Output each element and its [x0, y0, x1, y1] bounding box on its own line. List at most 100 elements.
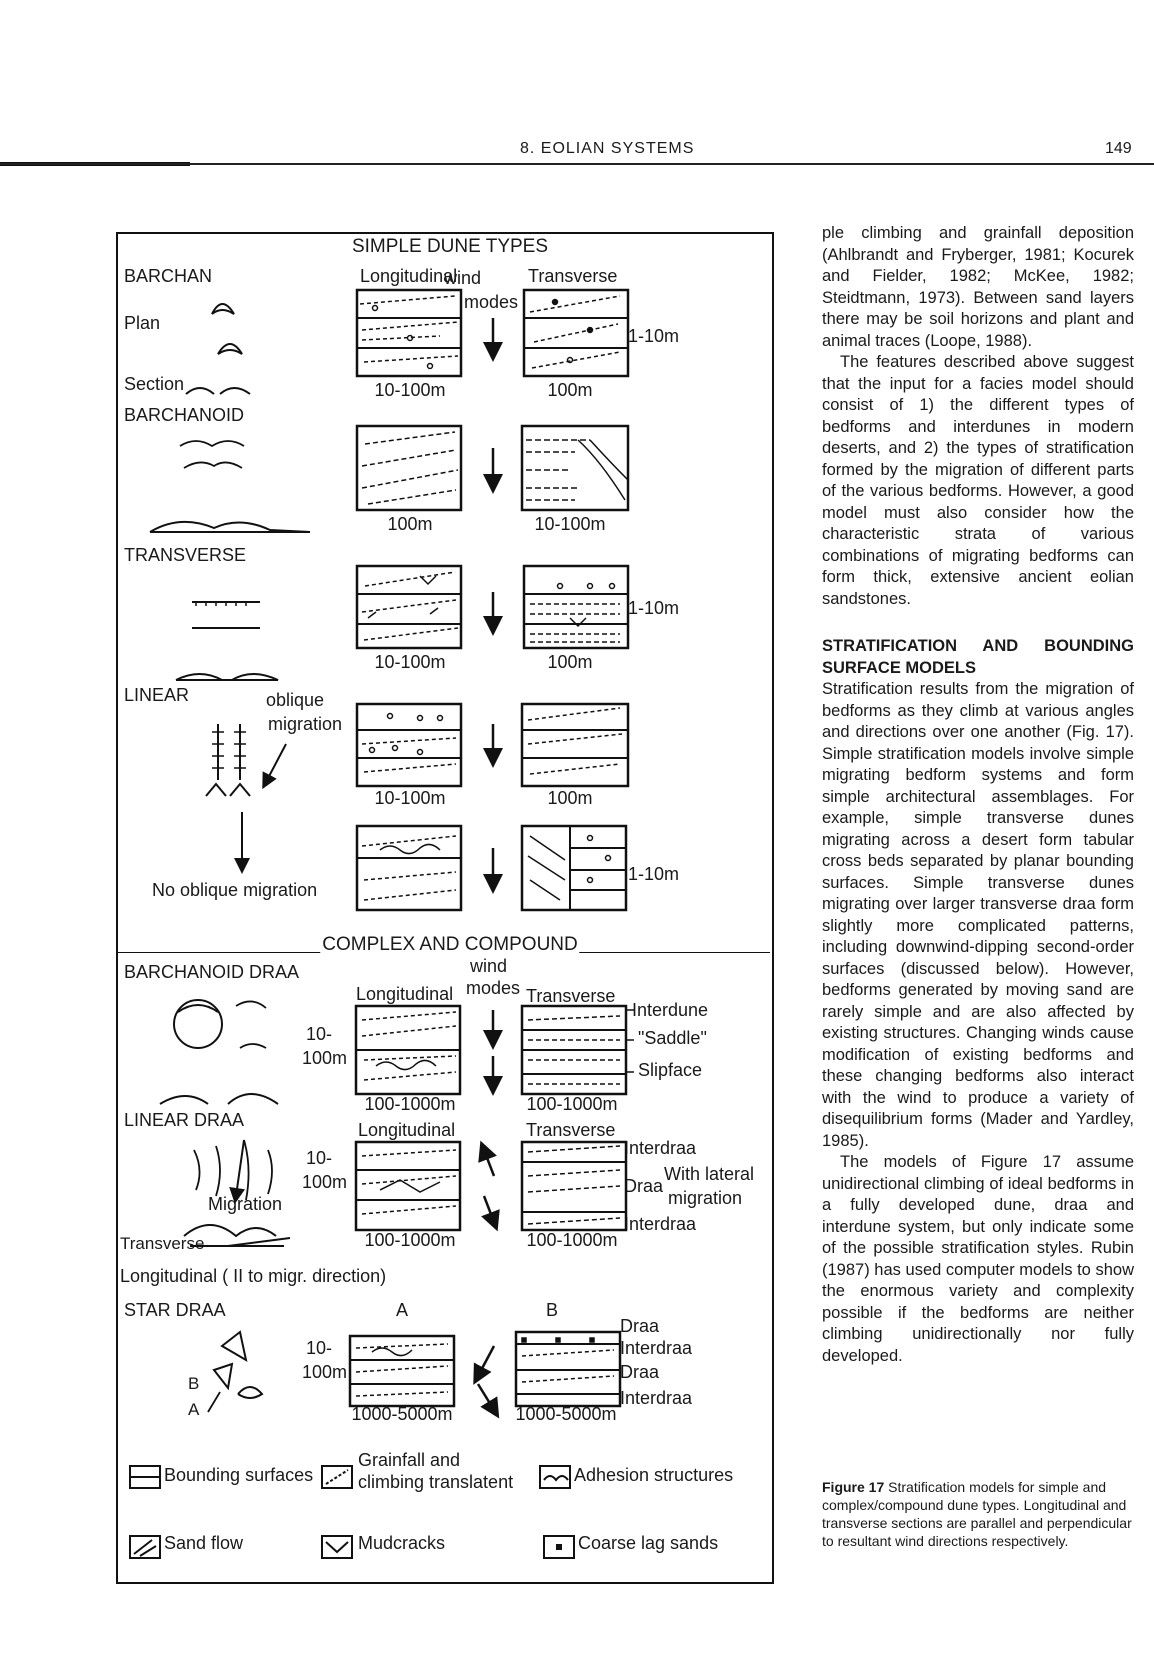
col-header-transverse: Transverse: [528, 266, 618, 286]
legend-coarse-label: Coarse lag sands: [578, 1533, 719, 1553]
barchan-sketches: [149, 303, 311, 533]
scale-row1-thick: 1-10m: [628, 326, 680, 346]
paragraph-4: The models of Figure 17 assume unidirect…: [822, 1153, 1134, 1365]
label-migration: migration: [268, 714, 343, 734]
label-transverse: TRANSVERSE: [124, 545, 247, 565]
label-with-lateral: With lateral: [664, 1164, 755, 1184]
legend-sandflow-box: [129, 1535, 161, 1559]
transverse-sketches: [175, 601, 279, 681]
scale-bd-100m: 100m: [302, 1048, 348, 1068]
label-star-b: B: [188, 1374, 200, 1393]
scale-sd-b: 1000-5000m: [515, 1404, 617, 1424]
paragraph-3: Stratification results from the migratio…: [822, 680, 1134, 1150]
legend-bounding-box: [129, 1465, 161, 1489]
label-sd-interdraa-2: Interdraa: [620, 1388, 693, 1408]
scale-row4-trans: 100m: [547, 788, 593, 808]
label-plan: Plan: [124, 313, 161, 333]
simple-dune-types-title: SIMPLE DUNE TYPES: [351, 236, 549, 257]
paragraph-2: The features described above suggest tha…: [822, 353, 1134, 608]
col-header-longitudinal-2: Longitudinal: [356, 984, 454, 1004]
scale-ld-100m: 100m: [302, 1172, 348, 1192]
scale-bd-10: 10-: [306, 1024, 333, 1044]
paragraph-1: ple climbing and grainfall deposition (A…: [822, 224, 1134, 350]
block-r4-trans: [520, 702, 630, 788]
label-sd-draa-1: Draa: [620, 1316, 660, 1336]
label-sd-interdraa-1: Interdraa: [620, 1338, 693, 1358]
scale-row3-long: 10-100m: [374, 652, 446, 672]
label-barchanoid: BARCHANOID: [124, 405, 245, 425]
label-linear: LINEAR: [124, 685, 190, 705]
label-saddle: "Saddle": [638, 1028, 707, 1048]
legend-sandflow-label: Sand flow: [164, 1533, 244, 1553]
legend-grainfall-label-2: climbing translatent: [358, 1472, 514, 1492]
header-rule: [0, 163, 1154, 165]
label-no-oblique: No oblique migration: [152, 880, 318, 900]
scale-row3-thick: 1-10m: [628, 598, 680, 618]
scale-row2-long: 100m: [387, 514, 433, 534]
scale-sd-100m: 100m: [302, 1362, 348, 1382]
legend-grainfall-box: [321, 1465, 353, 1489]
scale-row2-trans: 10-100m: [534, 514, 606, 534]
col-header-transverse-3: Transverse: [526, 1120, 616, 1140]
scale-row1-trans: 100m: [547, 380, 593, 400]
label-col-b: B: [545, 1300, 559, 1320]
wind-arrow-sd-b: [476, 1383, 500, 1419]
wind-arrow-ld-1: [478, 1140, 497, 1177]
block-ld-long: [354, 1140, 462, 1232]
scale-ld-long: 100-1000m: [364, 1230, 456, 1250]
scale-row1-long: 10-100m: [374, 380, 446, 400]
modes-label: modes: [464, 292, 519, 312]
scale-ld-10: 10-: [306, 1148, 333, 1168]
label-col-a: A: [395, 1300, 409, 1320]
label-interdraa-2: Interdraa: [624, 1214, 697, 1234]
block-ld-trans: [520, 1140, 628, 1232]
modes-label-2: modes: [466, 978, 521, 998]
caption-text: Stratification models for simple and com…: [822, 1479, 1132, 1549]
legend-adhesion-label: Adhesion structures: [574, 1465, 734, 1485]
scale-bd-trans: 100-1000m: [526, 1094, 618, 1114]
oblique-arrow: [262, 743, 287, 790]
label-linear-draa: LINEAR DRAA: [124, 1110, 245, 1130]
wind-arrow-ld-2: [481, 1195, 500, 1232]
label-star-a: A: [188, 1400, 200, 1419]
block-r5-trans: [520, 824, 628, 912]
body-text-column: ple climbing and grainfall deposition (A…: [822, 223, 1134, 1367]
label-star-draa: STAR DRAA: [124, 1300, 226, 1320]
block-r5-long: [355, 824, 463, 912]
label-lateral-migration: migration: [668, 1188, 743, 1208]
scale-bd-long: 100-1000m: [364, 1094, 456, 1114]
wind-label: wind: [444, 268, 482, 288]
label-sd-draa-2: Draa: [620, 1362, 660, 1382]
running-title: 8. EOLIAN SYSTEMS: [520, 140, 695, 157]
section-heading: STRATIFICATION AND BOUNDING SURFACE MODE…: [822, 637, 1134, 677]
block-sd-b: [514, 1330, 622, 1408]
label-longitudinal-note: Longitudinal ( II to migr. direction): [120, 1266, 387, 1286]
block-r3-long: [355, 564, 463, 650]
wind-arrow-sd-a: [473, 1345, 496, 1385]
legend-grainfall-label-1: Grainfall and: [358, 1450, 461, 1470]
figure-17-frame: [116, 232, 774, 1584]
label-draa-ld: Draa: [624, 1176, 664, 1196]
scale-sd-10: 10-: [306, 1338, 333, 1358]
barchanoid-draa-sketch: [159, 999, 279, 1105]
block-r2-long: [355, 424, 463, 512]
label-slipface: Slipface: [638, 1060, 703, 1080]
block-bd-trans: [520, 1004, 628, 1096]
label-migration-ld: Migration: [208, 1194, 283, 1214]
label-barchanoid-draa: BARCHANOID DRAA: [124, 962, 300, 982]
block-r1-long: [355, 288, 463, 378]
linear-sketches: [205, 724, 251, 797]
col-header-longitudinal: Longitudinal: [360, 266, 458, 286]
label-interdraa-1: Interdraa: [624, 1138, 697, 1158]
wind-label-2: wind: [470, 956, 508, 976]
label-barchan: BARCHAN: [124, 266, 213, 286]
page-number: 149: [1105, 140, 1132, 157]
legend-coarse-box: [543, 1535, 575, 1559]
label-section: Section: [124, 374, 185, 394]
scale-row3-trans: 100m: [547, 652, 593, 672]
col-header-longitudinal-3: Longitudinal: [358, 1120, 456, 1140]
legend-mudcracks-box: [321, 1535, 353, 1559]
scale-ld-trans: 100-1000m: [526, 1230, 618, 1250]
legend-adhesion-box: [539, 1465, 571, 1489]
block-bd-long: [354, 1004, 462, 1096]
